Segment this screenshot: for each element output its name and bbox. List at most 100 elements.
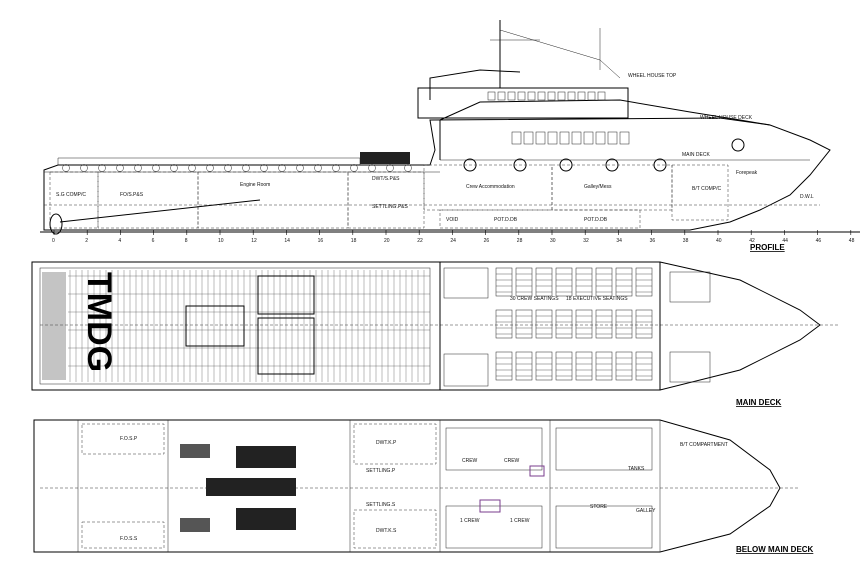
porthole [188,164,196,172]
profile-double-bottom [439,209,641,229]
profile-shaft [59,199,261,223]
scale-tick-label: 18 [351,238,357,244]
seat-block [575,267,593,297]
seat-block [635,351,653,381]
hatch-marker-1 [479,499,501,513]
scale-tick-label: 46 [816,238,822,244]
deck-window [523,131,534,145]
wheelhouse-window [497,91,506,101]
scale-tick-label: 24 [450,238,456,244]
wheelhouse-window [557,91,566,101]
seat-block [535,267,553,297]
main-deck-plan [31,261,840,391]
label-bt-comp: B/T COMP/C [692,186,721,192]
dwt-tank-stbd [353,509,437,549]
deck-window [535,131,546,145]
main-deck-toilet-2 [443,353,489,387]
hatch-marker-2 [529,465,545,477]
label-dwt-ps-below: DWT.K.P [376,440,397,446]
engine-2 [206,478,296,496]
porthole [314,164,322,172]
label-store: STORE [590,504,608,510]
seat-block [515,267,533,297]
seat-block [595,267,613,297]
scale-tick-label: 16 [318,238,324,244]
cargo-deck-area [39,267,431,385]
scale-tick-label: 40 [716,238,722,244]
engine-1 [236,446,296,468]
porthole [134,164,142,172]
seat-block [495,309,513,339]
label-executive-seatings: 18 EXECUTIVE SEATINGS [566,296,628,302]
label-crew-3: 1 CREW [460,518,480,524]
seat-block [595,351,613,381]
profile-anchor [731,138,745,152]
generator-1 [180,444,210,458]
scale-tick-label: 30 [550,238,556,244]
seat-block [615,309,633,339]
scale-tick-label: 28 [517,238,523,244]
profile-deck-cargo-box [360,152,410,164]
seat-block [555,309,573,339]
profile-crane [429,69,521,100]
scale-tick-label: 4 [118,238,121,244]
profile-bulwark [57,157,361,165]
fwd-store-1 [669,271,711,303]
scale-tick-label: 44 [782,238,788,244]
porthole [368,164,376,172]
tmdg-deck-logo: TMDG [80,272,118,372]
scale-tick-label: 8 [185,238,188,244]
label-dwt-ss-below: DWT.K.S [376,528,397,534]
porthole [386,164,394,172]
profile-hull-outline [43,117,831,231]
label-fo-sp: F.O.S.P [120,436,138,442]
seat-block [515,351,533,381]
scale-tick-label: 14 [284,238,290,244]
label-settling-ps: SETTLING.P&S [372,204,409,210]
deck-window [559,131,570,145]
label-fo-ss: F.O.S.S [120,536,138,542]
label-wheel-house-top: WHEEL HOUSE TOP [628,73,677,79]
label-void: VOID [446,217,459,223]
seat-block [555,351,573,381]
porthole [350,164,358,172]
label-main-deck-profile: MAIN DECK [682,152,710,158]
main-deck-superstructure [439,261,661,391]
porthole [62,164,70,172]
wheelhouse-window [547,91,556,101]
profile-settling-tanks [347,171,425,229]
profile-galley-mess [551,164,673,211]
seat-block [635,309,653,339]
deck-window [607,131,618,145]
dwt-tank-port [353,423,437,465]
deck-window [619,131,630,145]
title-below-main-deck: BELOW MAIN DECK [736,545,814,554]
porthole [332,164,340,172]
galley-room [555,505,653,549]
title-main-deck: MAIN DECK [736,398,782,407]
fo-tank-port [81,423,165,455]
label-crew-accommodation: Crew Accommodation [466,184,515,190]
scale-tick-label: 42 [749,238,755,244]
porthole [206,164,214,172]
wheelhouse-window [527,91,536,101]
wheelhouse-window [507,91,516,101]
deck-window [595,131,606,145]
label-wheel-house-deck: WHEEL HOUSE DECK [700,115,753,121]
crew-cabin-stbd [445,505,543,549]
seat-block [615,267,633,297]
wheelhouse-window [517,91,526,101]
below-main-deck-plan [33,419,800,553]
main-deck-hull-outline [31,261,821,391]
porthole [152,164,160,172]
porthole [98,164,106,172]
wheelhouse-window [577,91,586,101]
seat-block [595,309,613,339]
porthole [296,164,304,172]
label-potd-db-2: POT.D.DB [584,217,608,223]
profile-sg-comp [49,171,99,229]
label-galley-mess: Galley/Mess [584,184,612,190]
wheelhouse-window [537,91,546,101]
seat-block [535,309,553,339]
